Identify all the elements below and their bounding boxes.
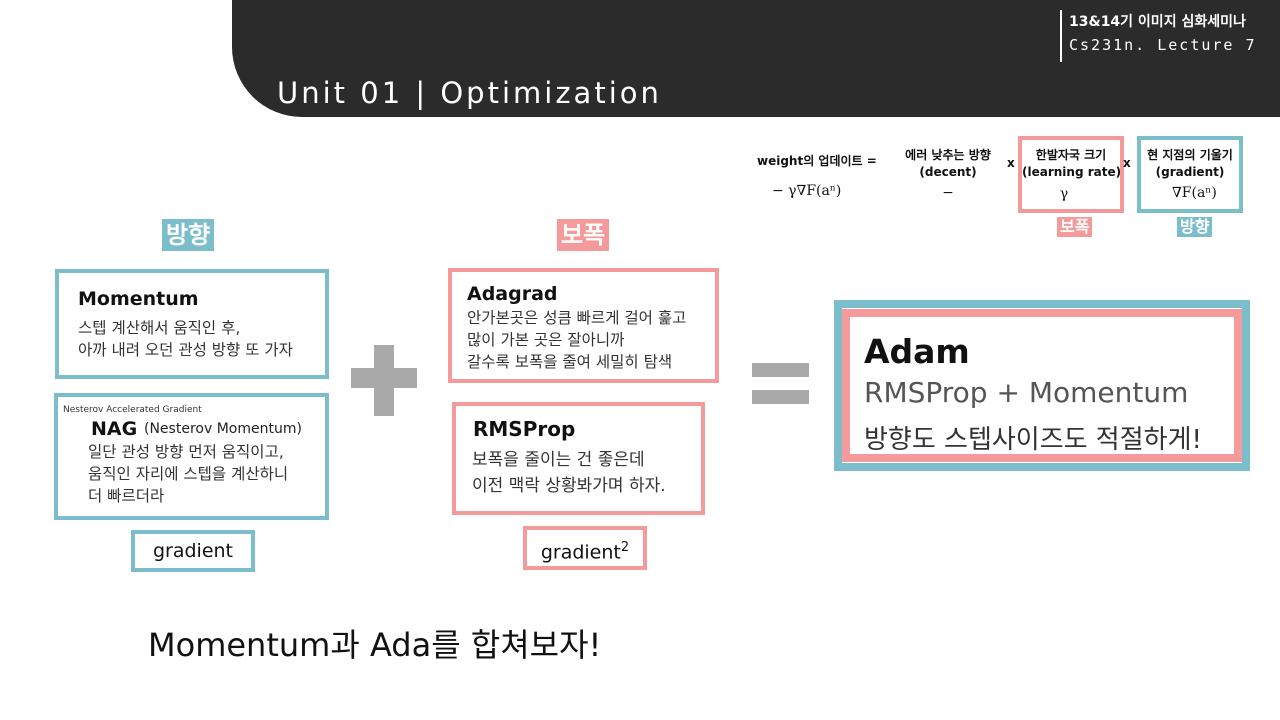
gradient-label: gradient (152, 540, 234, 562)
momentum-line-1: 스텝 계산해서 움직인 후, (78, 319, 241, 337)
unit-title: Unit 01 | Optimization (277, 76, 662, 110)
formula-grad-math: ∇F(aⁿ) (1172, 185, 1217, 201)
adagrad-line-2: 많이 가본 곳은 잘아니까 (467, 331, 625, 349)
adam-line-2: 방향도 스텝사이즈도 적절하게! (864, 425, 1202, 455)
nag-subtitle: (Nesterov Momentum) (144, 421, 302, 437)
stride-tag: 보폭 (557, 219, 610, 251)
gradient-squared-exponent: 2 (620, 540, 630, 555)
adam-card (842, 309, 1242, 462)
gradient-squared-label: gradient (540, 541, 621, 564)
formula-decent-math: − (942, 185, 954, 201)
equals-icon (752, 363, 809, 377)
formula-decent-label: 에러 낮추는 방향 (905, 148, 991, 162)
formula-lhs-math: − γ∇F(aⁿ) (772, 183, 842, 199)
nag-overlay-caption: Nesterov Accelerated Gradient (63, 405, 202, 415)
gradient-squared-box: gradient2 (523, 526, 647, 570)
nag-line-3: 더 빠르더라 (88, 487, 165, 505)
adagrad-line-3: 갈수록 보폭을 줄여 세밀히 탐색 (467, 353, 673, 371)
momentum-card (55, 269, 329, 379)
nag-line-2: 움직인 자리에 스텝을 계산하니 (88, 465, 289, 483)
adam-card-outer (834, 300, 1250, 471)
momentum-title: Momentum (78, 288, 199, 310)
seminar-name: 13&14기 이미지 심화세미나 (1069, 14, 1246, 30)
gradient-label-box: gradient (131, 530, 255, 572)
momentum-line-2: 아까 내려 오던 관성 방향 또 가자 (78, 341, 293, 359)
rmsprop-line-2: 이전 맥락 상황봐가며 하자. (472, 476, 666, 496)
learning-rate-term-box (1018, 136, 1124, 213)
footer-message: Momentum과 Ada를 합쳐보자! (148, 626, 602, 664)
plus-icon (374, 345, 394, 416)
nag-card (54, 393, 329, 520)
adagrad-title: Adagrad (467, 283, 558, 305)
formula-grad-label: 현 지점의 기울기 (1147, 148, 1233, 162)
adam-title: Adam (864, 332, 970, 371)
rmsprop-line-1: 보폭을 줄이는 건 좋은데 (472, 450, 645, 470)
header-band (232, 0, 1280, 117)
adam-line-1: RMSProp + Momentum (864, 376, 1189, 409)
direction-tag: 방향 (162, 219, 215, 251)
seminar-block: 13&14기 이미지 심화세미나 Cs231n. Lecture 7 (1060, 10, 1257, 62)
formula-decent-en: (decent) (919, 165, 977, 179)
rmsprop-title: RMSProp (473, 417, 576, 441)
rmsprop-card (452, 402, 705, 515)
nag-title: NAG (91, 418, 138, 440)
gradient-term-box (1137, 136, 1243, 213)
adagrad-card (448, 268, 719, 383)
formula-times-2: x (1123, 156, 1131, 170)
nag-line-1: 일단 관성 방향 먼저 움직이고, (88, 443, 284, 461)
formula-lr-math: γ (1059, 186, 1069, 202)
grad-tag: 방향 (1177, 217, 1213, 237)
formula-times-1: x (1007, 156, 1015, 170)
formula-lhs-label: weight의 업데이트 = (757, 154, 877, 168)
equals-icon-lower (752, 390, 809, 404)
adagrad-line-1: 안가본곳은 성큼 빠르게 걸어 훑고 (467, 309, 687, 327)
lr-tag: 보폭 (1057, 217, 1093, 237)
formula-lr-label: 한발자국 크기 (1035, 148, 1107, 162)
lecture-name: Cs231n. Lecture 7 (1069, 36, 1257, 54)
formula-grad-en: (gradient) (1155, 165, 1225, 179)
formula-lr-en: (learning rate) (1022, 165, 1122, 179)
